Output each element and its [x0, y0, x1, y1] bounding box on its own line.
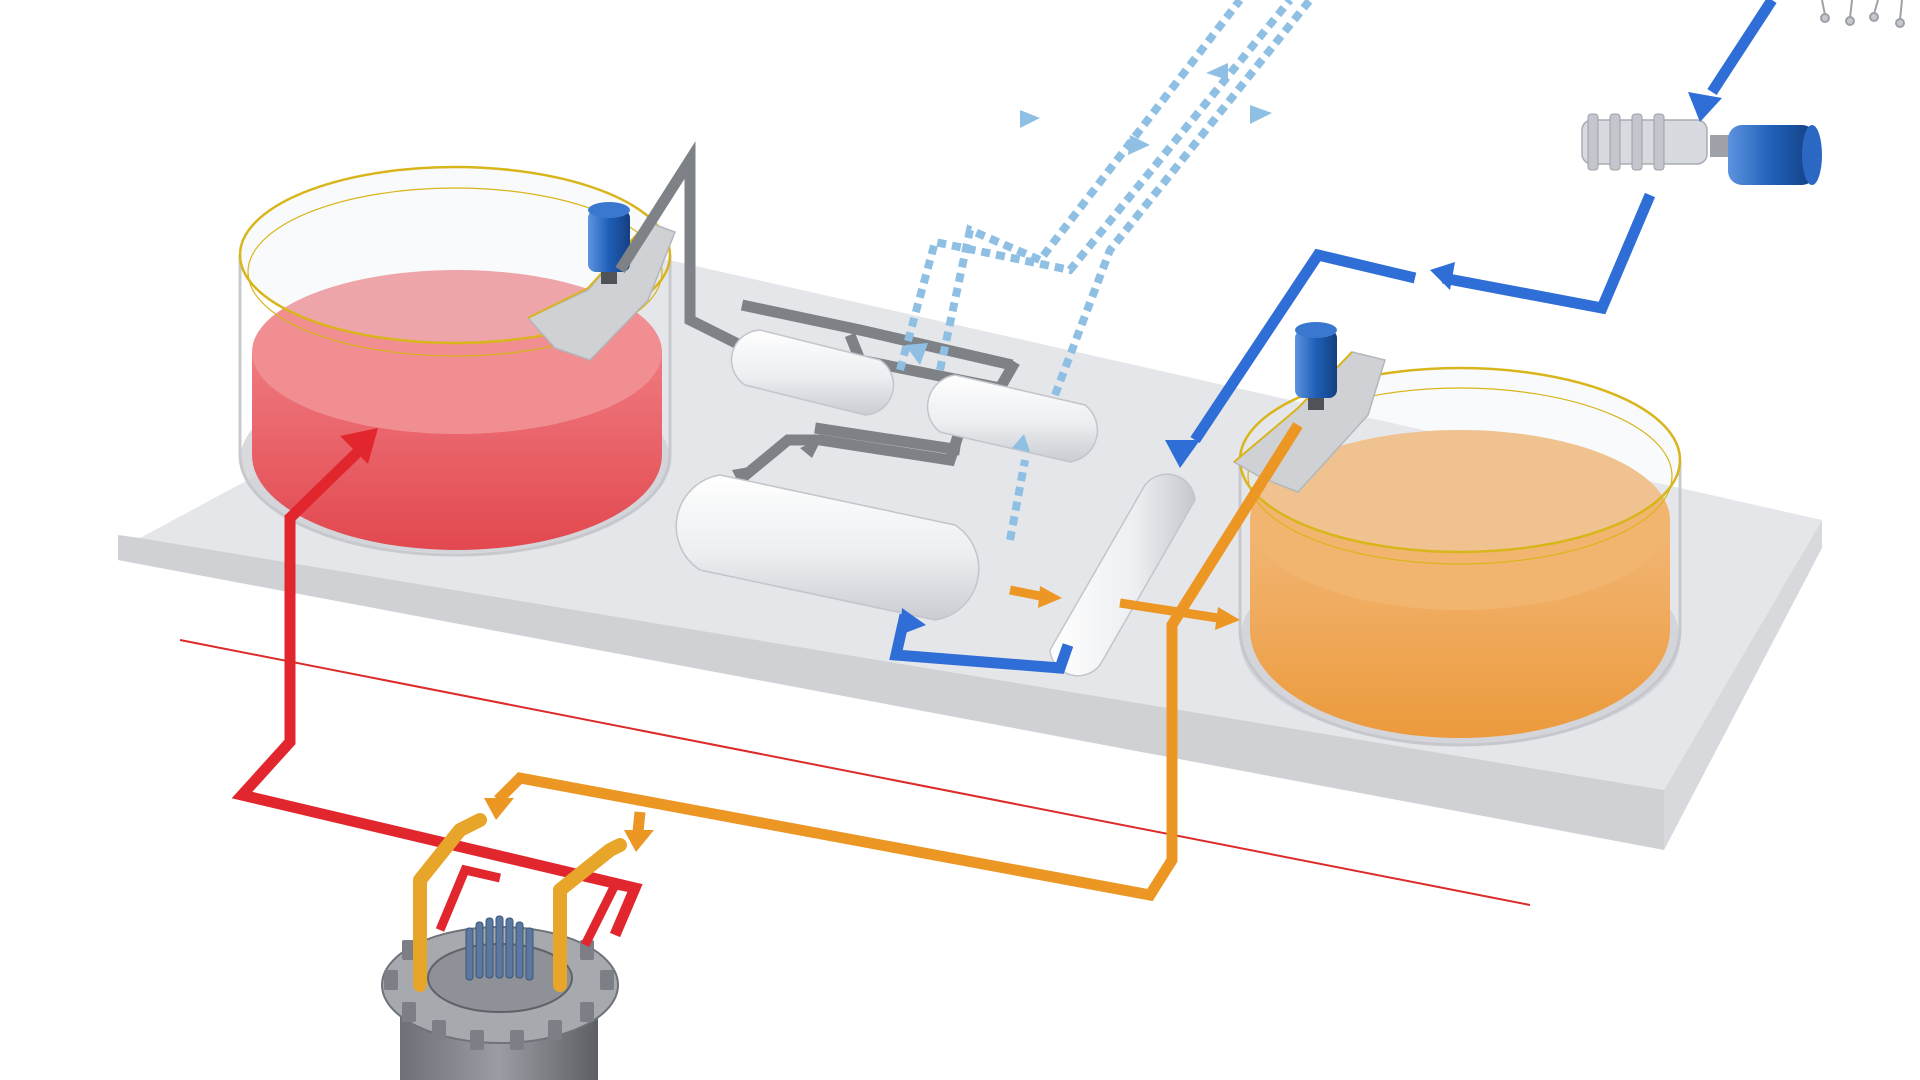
- pump-motor-icon: [1728, 125, 1816, 185]
- steam-arrow-icon: [1250, 105, 1272, 124]
- steam-arrow-icon: [1206, 63, 1228, 80]
- hot-salt-tank: [238, 165, 676, 557]
- ceiling-fixtures: [1820, 0, 1905, 28]
- cold-salt-branch-pipe: [632, 811, 646, 833]
- steam-line-2: [896, 0, 1294, 372]
- reactor-hot-loops: [435, 864, 633, 948]
- feedwater-line: [889, 0, 1777, 674]
- hot-tank-walkway: [526, 221, 676, 361]
- cold-salt-internal: [1009, 585, 1219, 623]
- feedwater-loop-pipe: [889, 613, 1074, 674]
- pump-flange-icons: [1587, 113, 1665, 171]
- cold-tank-railing-inner: [1247, 387, 1673, 565]
- steam-lines: [896, 0, 1314, 541]
- salt-crossover-pipe: [814, 422, 961, 456]
- water-arrow-icon: [1430, 262, 1455, 290]
- salt-flow-arrow-icon: [800, 438, 822, 458]
- steam-arrows: [905, 63, 1272, 452]
- reactor-hot-pipe-a: [435, 864, 502, 932]
- cold-salt-tank: [1232, 322, 1682, 747]
- feedwater-pump: [1581, 113, 1822, 185]
- superheater: [730, 329, 895, 416]
- hot-tank-railing-inner: [247, 187, 663, 357]
- feedwater-arrows: [900, 92, 1722, 635]
- feedwater-inlet-pipe: [1707, 0, 1777, 96]
- cold-salt-return-pipe: [494, 422, 1303, 902]
- pump-coupling: [1710, 135, 1730, 157]
- cold-tank-shell: [1238, 460, 1682, 747]
- water-arrow-icon: [1688, 92, 1722, 122]
- ground-line: [179, 639, 1531, 906]
- hot-salt-pipe: [231, 436, 643, 938]
- motor-fan-cover: [1802, 125, 1822, 185]
- steam-arrow-icon: [1128, 135, 1150, 155]
- cold-salt-pipe-b: [1119, 598, 1219, 623]
- feedwater-to-preheater-pipe: [1190, 248, 1417, 444]
- reactor-outlet-loop: [553, 838, 627, 992]
- steam-generator: [675, 474, 980, 621]
- reactor-inlet-loop: [413, 813, 487, 992]
- pump-casing: [1581, 119, 1708, 165]
- platform-side-edge: [1664, 520, 1822, 850]
- cold-tank-pump-motor-icon: [1295, 322, 1337, 410]
- steam-arrow-icon: [905, 343, 928, 365]
- steam-line-1: [936, 0, 1244, 371]
- steam-arrow-icon: [1020, 110, 1040, 128]
- steam-line-3: [1051, 0, 1314, 397]
- reactor-hot-pipe-b: [580, 879, 633, 948]
- fuel-rod-icons: [465, 915, 534, 981]
- reheater: [926, 374, 1099, 463]
- hot-tank-railing: [238, 165, 672, 345]
- platform-front-edge: [118, 535, 1664, 850]
- cold-salt-line: [494, 422, 1303, 902]
- salt-riser-pipe: [615, 141, 743, 350]
- water-arrow-icon: [900, 608, 926, 635]
- cold-salt-pipe-a: [1009, 585, 1041, 601]
- salt-flow-arrow-icon: [732, 466, 755, 490]
- reactor-pipe-loops: [413, 813, 627, 992]
- hot-salt-arrow-icon: [340, 428, 378, 464]
- reactor-bolt-icons: [384, 940, 614, 1050]
- cold-salt-arrow-icon: [1215, 607, 1240, 630]
- steam-arrow-icon: [1012, 434, 1030, 452]
- cold-salt-surface: [1250, 430, 1670, 610]
- water-arrow-icon: [1165, 440, 1200, 468]
- cold-salt-arrow-icon: [1038, 586, 1062, 608]
- steam-line-4: [1006, 459, 1029, 541]
- salt-header-pipe-lower: [844, 332, 1020, 395]
- feedwater-discharge-pipe: [1441, 192, 1656, 315]
- salt-header-pipe: [740, 299, 1014, 371]
- hot-tank-shell: [238, 255, 672, 557]
- hot-tank-pump-motor-icon: [588, 202, 630, 284]
- hot-salt-line: [231, 436, 643, 938]
- cold-salt-arrow-icon: [624, 830, 654, 852]
- cold-salt-arrow-icon: [484, 798, 514, 820]
